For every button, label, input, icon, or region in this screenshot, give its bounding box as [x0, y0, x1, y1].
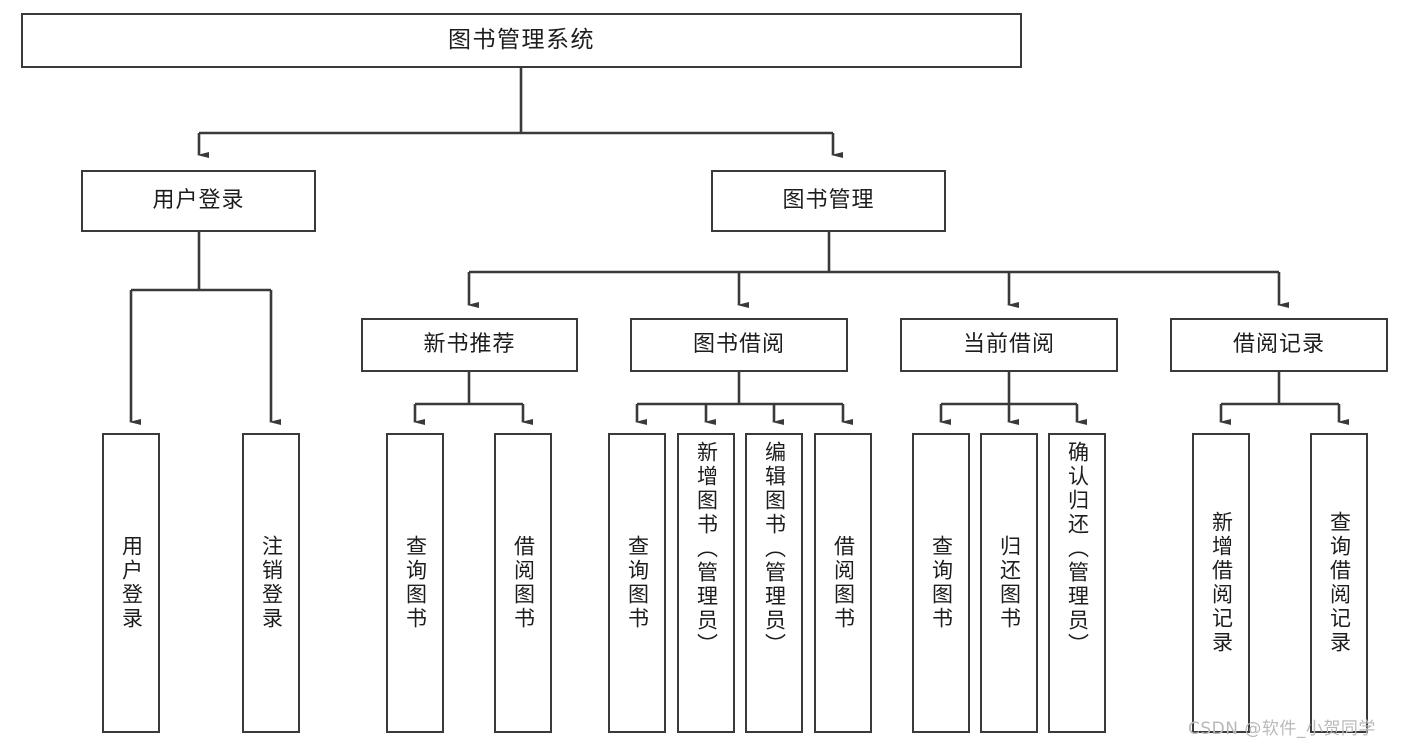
leaf-query-borrow-record[interactable]: 查询借阅记录 — [1310, 433, 1368, 733]
node-label: 查询图书 — [403, 535, 428, 631]
node-label: 图书借阅 — [692, 332, 785, 358]
node-label: 用户登录 — [152, 188, 245, 214]
node-label: 当前借阅 — [962, 332, 1055, 358]
leaf-edit-book-admin[interactable]: 编辑图书（管理员） — [745, 433, 803, 733]
leaf-query-book-current[interactable]: 查询图书 — [912, 433, 970, 733]
node-label: 图书管理系统 — [448, 27, 595, 54]
node-root-system[interactable]: 图书管理系统 — [21, 13, 1022, 68]
node-book-borrow[interactable]: 图书借阅 — [630, 318, 848, 372]
node-book-management[interactable]: 图书管理 — [711, 170, 946, 232]
node-borrow-record[interactable]: 借阅记录 — [1170, 318, 1388, 372]
node-label: 注销登录 — [259, 535, 284, 631]
node-current-borrow[interactable]: 当前借阅 — [900, 318, 1118, 372]
node-label: 借阅图书 — [831, 535, 856, 631]
leaf-query-book-borrow[interactable]: 查询图书 — [608, 433, 666, 733]
node-label: 借阅图书 — [511, 535, 536, 631]
leaf-user-login[interactable]: 用户登录 — [102, 433, 160, 733]
node-label: 归还图书 — [997, 535, 1022, 631]
node-label: 图书管理 — [782, 188, 875, 214]
leaf-confirm-return-admin[interactable]: 确认归还（管理员） — [1048, 433, 1106, 733]
leaf-add-borrow-record[interactable]: 新增借阅记录 — [1192, 433, 1250, 733]
node-label: 查询图书 — [929, 535, 954, 631]
node-user-login[interactable]: 用户登录 — [81, 170, 316, 232]
node-label: 新增图书（管理员） — [694, 441, 719, 657]
leaf-borrow-book[interactable]: 借阅图书 — [814, 433, 872, 733]
leaf-logout[interactable]: 注销登录 — [242, 433, 300, 733]
node-label: 查询借阅记录 — [1327, 511, 1352, 655]
node-label: 编辑图书（管理员） — [762, 441, 787, 657]
csdn-watermark: CSDN @软件_小贺同学 — [1188, 719, 1376, 739]
node-label: 新书推荐 — [423, 332, 516, 358]
leaf-return-book[interactable]: 归还图书 — [980, 433, 1038, 733]
leaf-borrow-book-recommend[interactable]: 借阅图书 — [494, 433, 552, 733]
leaf-query-book-recommend[interactable]: 查询图书 — [386, 433, 444, 733]
node-label: 新增借阅记录 — [1209, 511, 1234, 655]
node-new-book-recommend[interactable]: 新书推荐 — [361, 318, 578, 372]
node-label: 用户登录 — [119, 535, 144, 631]
leaf-add-book-admin[interactable]: 新增图书（管理员） — [677, 433, 735, 733]
node-label: 借阅记录 — [1232, 332, 1325, 358]
node-label: 确认归还（管理员） — [1065, 441, 1090, 657]
node-label: 查询图书 — [625, 535, 650, 631]
